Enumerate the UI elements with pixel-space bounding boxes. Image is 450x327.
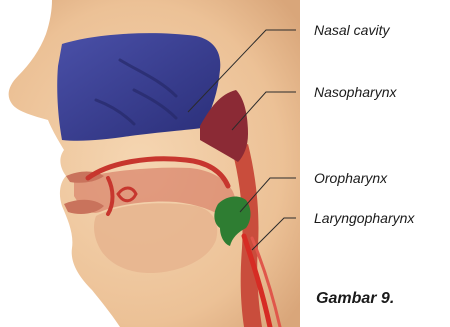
label-laryngopharynx: Laryngopharynx: [314, 210, 414, 226]
label-oropharynx: Oropharynx: [314, 170, 387, 186]
figure-caption: Gambar 9.: [316, 290, 394, 308]
label-nasal-cavity: Nasal cavity: [314, 22, 389, 38]
label-nasopharynx: Nasopharynx: [314, 84, 397, 100]
nasal-cavity: [57, 33, 220, 141]
